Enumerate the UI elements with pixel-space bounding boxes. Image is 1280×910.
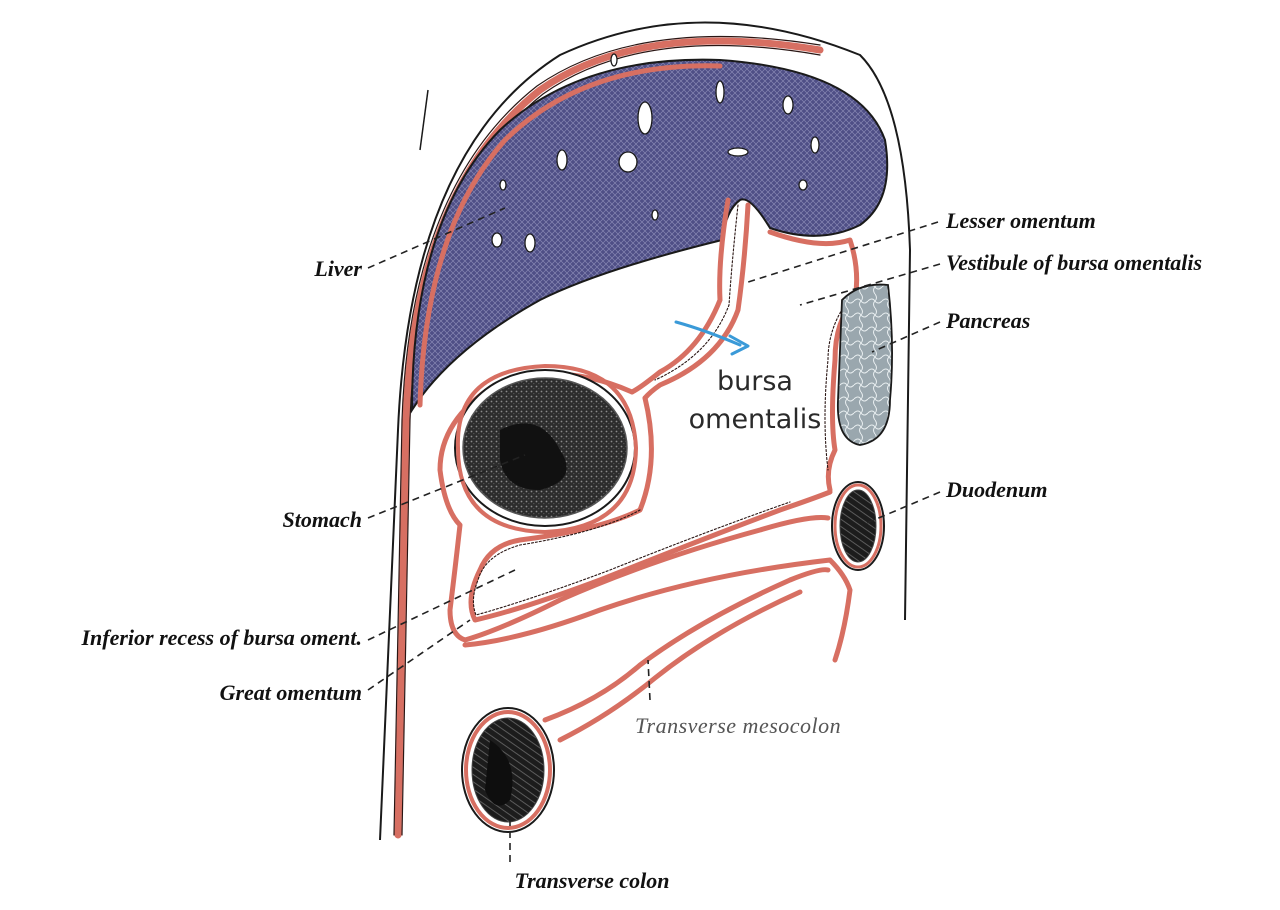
bursa-label: bursa (717, 366, 793, 397)
vestibule-label: Vestibule of bursa omentalis (946, 250, 1202, 275)
pancreas-label: Pancreas (945, 308, 1030, 333)
great-omentum-label: Great omentum (220, 680, 362, 705)
stomach-label: Stomach (283, 507, 362, 532)
pancreas (837, 283, 893, 446)
lesser-omentum-label: Lesser omentum (945, 208, 1096, 233)
transverse-colon (461, 707, 555, 833)
liver-label: Liver (313, 256, 362, 281)
stomach (454, 364, 638, 534)
liver-vessels (491, 53, 820, 253)
transverse-mesocolon-label: Transverse mesocolon (635, 713, 841, 738)
transverse-colon-label: Transverse colon (514, 868, 669, 893)
leader-lines (367, 207, 941, 862)
omentalis-label: omentalis (689, 404, 822, 435)
inferior-recess-label: Inferior recess of bursa oment. (80, 625, 362, 650)
liver (410, 53, 889, 414)
duodenum (831, 481, 885, 571)
arrow-icon (674, 320, 750, 356)
duodenum-label: Duodenum (945, 477, 1047, 502)
